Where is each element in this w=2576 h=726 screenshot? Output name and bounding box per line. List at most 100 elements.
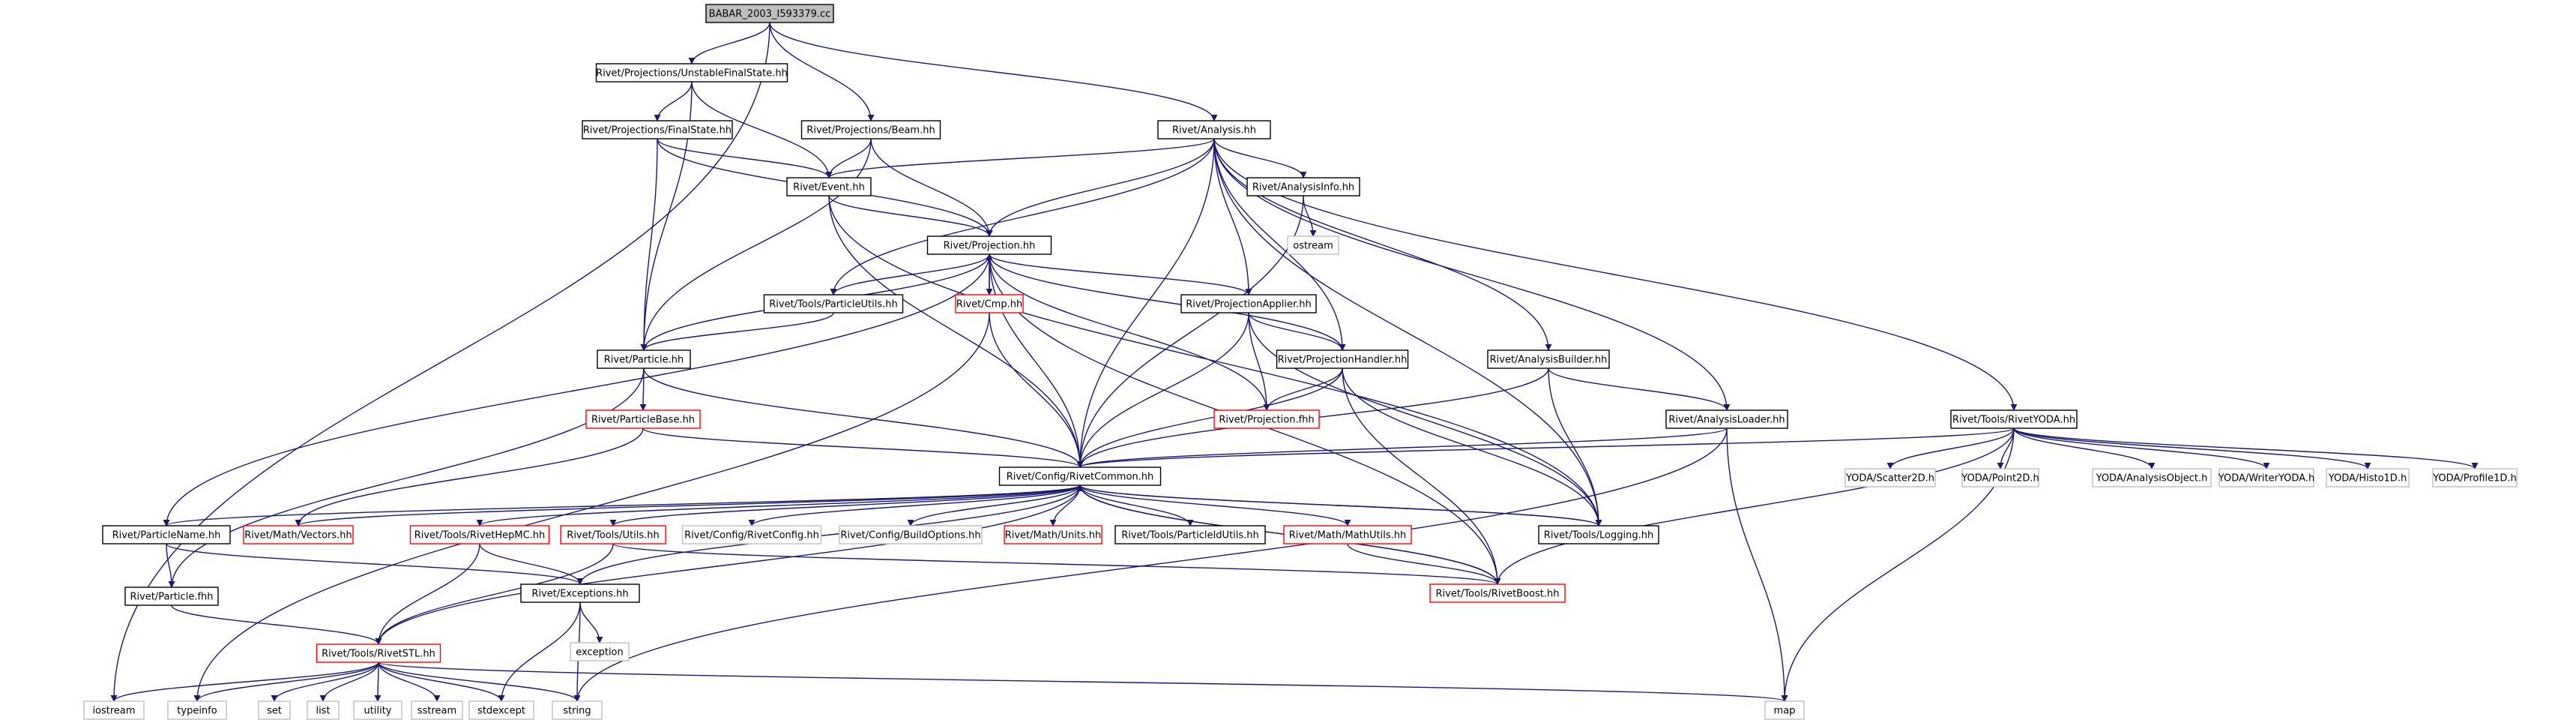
node-pbase[interactable]: Rivet/ParticleBase.hh [585,410,701,429]
edge-analysis-to-papplier [1213,138,1252,296]
node-putils[interactable]: Rivet/Tools/ParticleUtils.hh [763,294,904,314]
node-hepmc-label: Rivet/Tools/RivetHepMC.hh [414,530,546,542]
edge-particle-to-pfhh [168,368,645,588]
node-logging-label: Rivet/Tools/Logging.hh [1544,530,1653,542]
node-stl[interactable]: Rivet/Tools/RivetSTL.hh [316,644,441,663]
node-typeinfo: typeinfo [167,700,227,720]
edge-analysis-to-common [1076,138,1215,468]
node-logging-box [1538,525,1659,544]
node-map-label: map [1774,706,1796,717]
node-exception-box [570,642,630,662]
node-map-box [1764,700,1805,720]
edge-stl-to-sstream [378,662,441,702]
node-proj[interactable]: Rivet/Projection.hh [926,236,1052,255]
node-stdexcept-box [468,700,534,720]
edge-root-to-ufs [688,22,770,64]
node-pfhh-label: Rivet/Particle.fhh [130,592,213,603]
node-projfhh-label: Rivet/Projection.fhh [1219,415,1314,426]
node-abuilder-box [1487,350,1610,369]
node-proj-box [926,236,1052,255]
node-phandler[interactable]: Rivet/ProjectionHandler.hh [1276,350,1409,369]
node-ainfo[interactable]: Rivet/AnalysisInfo.hh [1246,177,1360,196]
node-pidutils-label: Rivet/Tools/ParticleIdUtils.hh [1121,530,1259,542]
node-units-box [1004,525,1103,544]
node-common[interactable]: Rivet/Config/RivetCommon.hh [998,466,1162,486]
node-ufs-label: Rivet/Projections/UnstableFinalState.hh [596,68,788,80]
node-boost[interactable]: Rivet/Tools/RivetBoost.hh [1429,584,1566,603]
edge-cmp-to-typeinfo [193,312,990,702]
node-event-box [786,177,872,196]
edge-pname-to-exceptions [166,543,584,585]
edge-pfhh-to-stl [171,604,382,645]
node-set: set [258,700,291,720]
node-vectors[interactable]: Rivet/Math/Vectors.hh [243,525,354,544]
node-hepmc[interactable]: Rivet/Tools/RivetHepMC.hh [409,525,550,544]
edge-phandler-to-logging [1342,368,1602,526]
edge-analysis-to-ainfo [1213,138,1307,178]
node-pname[interactable]: Rivet/ParticleName.hh [102,525,231,544]
node-aloader-label: Rivet/AnalysisLoader.hh [1668,415,1785,426]
node-event-label: Rivet/Event.hh [793,182,865,194]
edge-stl-to-string [378,662,581,702]
node-bopts: Rivet/Config/BuildOptions.hh [839,525,983,544]
edge-analysis-to-putils [830,138,1215,296]
edge-root-to-iostream [110,22,770,702]
node-cmp[interactable]: Rivet/Cmp.hh [955,294,1024,314]
node-pfhh[interactable]: Rivet/Particle.fhh [124,586,219,606]
edge-proj-to-phandler [989,254,1346,351]
edge-papplier-to-projfhh [1248,312,1270,411]
node-beam[interactable]: Rivet/Projections/Beam.hh [800,120,941,140]
node-papplier[interactable]: Rivet/ProjectionApplier.hh [1180,294,1317,314]
node-ryoda[interactable]: Rivet/Tools/RivetYODA.hh [1950,410,2078,429]
node-string-label: string [563,706,591,717]
node-beam-box [800,120,941,140]
edge-aloader-to-map [1726,428,1788,702]
edge-analysis-to-event [825,138,1215,178]
edge-common-to-mathutils [1079,484,1351,526]
node-event[interactable]: Rivet/Event.hh [786,177,872,196]
node-stl-label: Rivet/Tools/RivetSTL.hh [322,649,435,660]
edge-stl-to-typeinfo [193,662,379,702]
node-particle[interactable]: Rivet/Particle.hh [597,350,691,369]
edge-root-to-analysis [769,22,1218,122]
edge-ryoda-to-histo1d [2013,428,2371,470]
node-iostream-label: iostream [92,706,135,717]
node-exceptions[interactable]: Rivet/Exceptions.hh [520,584,640,603]
node-aloader[interactable]: Rivet/AnalysisLoader.hh [1665,410,1788,429]
node-logging[interactable]: Rivet/Tools/Logging.hh [1538,525,1659,544]
node-vectors-label: Rivet/Math/Vectors.hh [244,530,352,542]
node-root[interactable]: BABAR_2003_I593379.cc [705,4,834,23]
node-tutils[interactable]: Rivet/Tools/Utils.hh [560,525,666,544]
node-exceptions-box [520,584,640,603]
edge-event-to-common [828,195,1084,468]
node-fs[interactable]: Rivet/Projections/FinalState.hh [582,120,733,140]
edge-common-to-pname [163,484,1081,526]
node-tutils-label: Rivet/Tools/Utils.hh [567,530,659,542]
node-beam-label: Rivet/Projections/Beam.hh [806,125,935,136]
node-layer: BABAR_2003_I593379.ccRivet/Projections/U… [83,4,2518,720]
edge-cmp-to-common [989,312,1084,468]
node-scatter2d-label: YODA/Scatter2D.h [1845,473,1934,484]
node-fs-box [582,120,733,140]
node-iostream: iostream [83,700,145,720]
node-exception-label: exception [576,647,624,658]
node-analysis[interactable]: Rivet/Analysis.hh [1157,120,1271,140]
node-pidutils[interactable]: Rivet/Tools/ParticleIdUtils.hh [1114,525,1266,544]
node-boost-box [1429,584,1566,603]
node-exception: exception [570,642,630,662]
node-abuilder[interactable]: Rivet/AnalysisBuilder.hh [1487,350,1610,369]
node-projfhh[interactable]: Rivet/Projection.fhh [1213,410,1320,429]
node-exceptions-label: Rivet/Exceptions.hh [531,589,628,600]
node-ufs[interactable]: Rivet/Projections/UnstableFinalState.hh [595,63,788,82]
node-rconfig-box [681,525,822,544]
node-hepmc-box [409,525,550,544]
edge-beam-to-proj [870,138,993,237]
node-sstream-box [411,700,463,720]
node-units[interactable]: Rivet/Math/Units.hh [1004,525,1103,544]
node-utility-box [353,700,402,720]
node-mathutils[interactable]: Rivet/Math/MathUtils.hh [1283,525,1412,544]
edge-logging-to-common [1076,484,1599,526]
node-projfhh-box [1213,410,1320,429]
node-profile1d-label: YODA/Profile1D.h [2432,473,2517,484]
node-ainfo-label: Rivet/AnalysisInfo.hh [1252,182,1354,194]
